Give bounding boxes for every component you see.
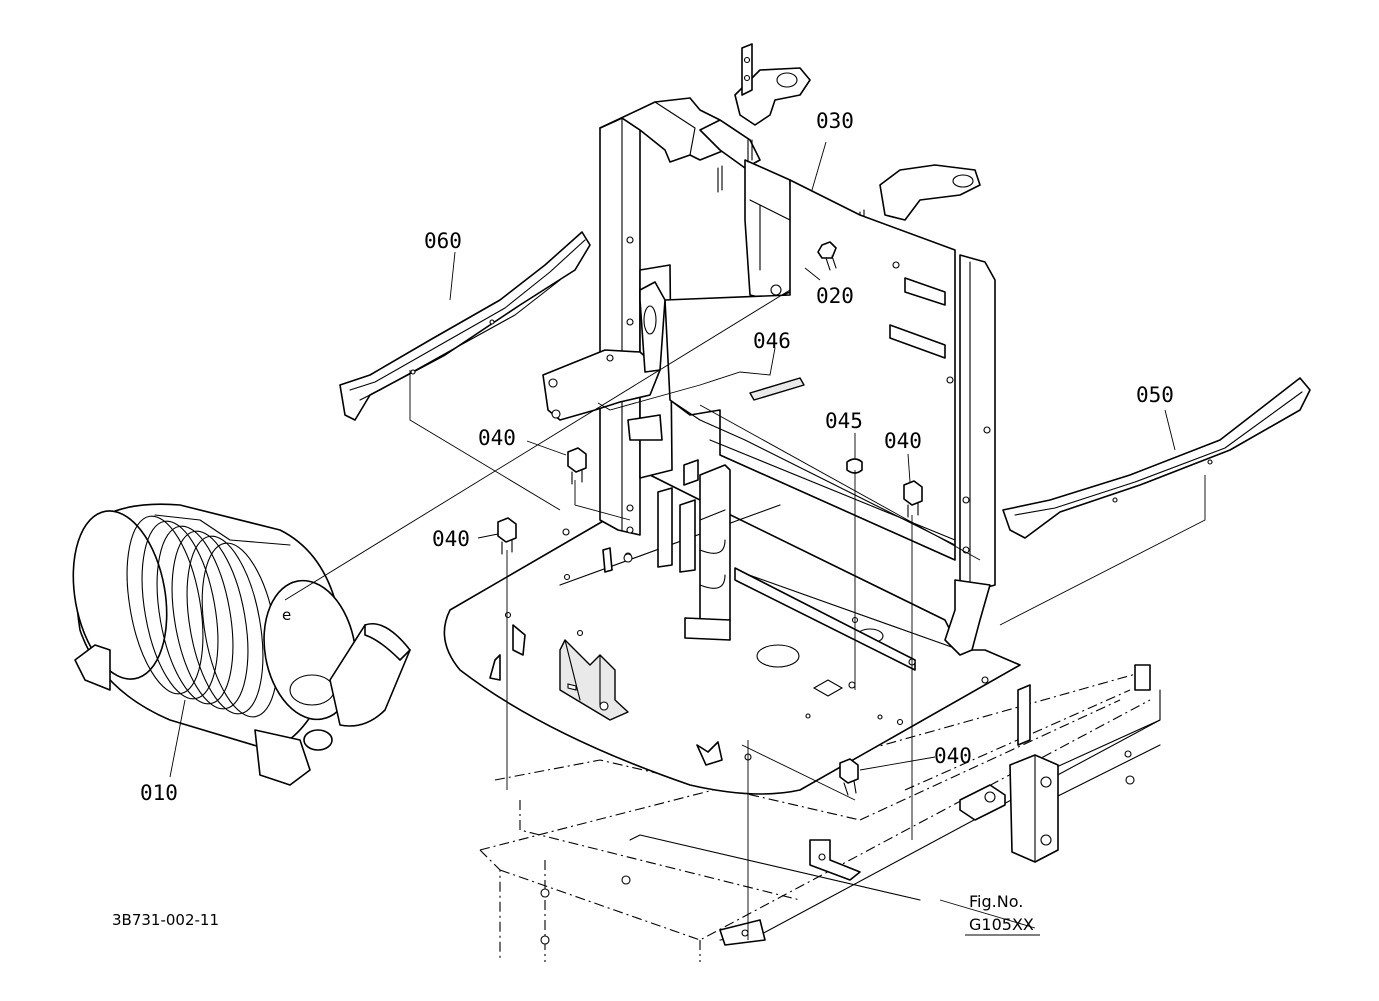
bolts-040	[497, 447, 923, 796]
callout-040: 040	[478, 426, 516, 450]
callout-020: 020	[816, 284, 854, 308]
svg-text:e: e	[282, 606, 291, 624]
drawing-number: 3B731-002-11	[112, 911, 219, 929]
fig-ref-label: Fig.No.	[969, 892, 1023, 911]
plug-045	[846, 458, 863, 474]
seal-strip-046	[749, 377, 805, 401]
figure-reference: Fig.No. G105XX	[969, 892, 1034, 934]
callout-040: 040	[884, 429, 922, 453]
bolt-020	[817, 241, 837, 271]
floor-plate	[443, 459, 1021, 795]
upright-frame	[542, 43, 996, 656]
callout-050: 050	[1136, 383, 1174, 407]
fig-ref-number: G105XX	[969, 915, 1034, 934]
callout-030: 030	[816, 109, 854, 133]
callout-060: 060	[424, 229, 462, 253]
callout-045: 045	[825, 409, 863, 433]
air-cleaner-010: e	[72, 503, 411, 786]
lower-frame-reference	[479, 664, 1161, 962]
trim-060	[339, 231, 591, 421]
callout-labels: 030 060 020 046 050 040 045 040 040 010 …	[140, 109, 1174, 805]
callout-040: 040	[934, 744, 972, 768]
trim-050	[1002, 377, 1311, 539]
callout-040: 040	[432, 527, 470, 551]
callout-046: 046	[753, 329, 791, 353]
leader-lines	[169, 141, 1206, 940]
callout-010: 010	[140, 781, 178, 805]
